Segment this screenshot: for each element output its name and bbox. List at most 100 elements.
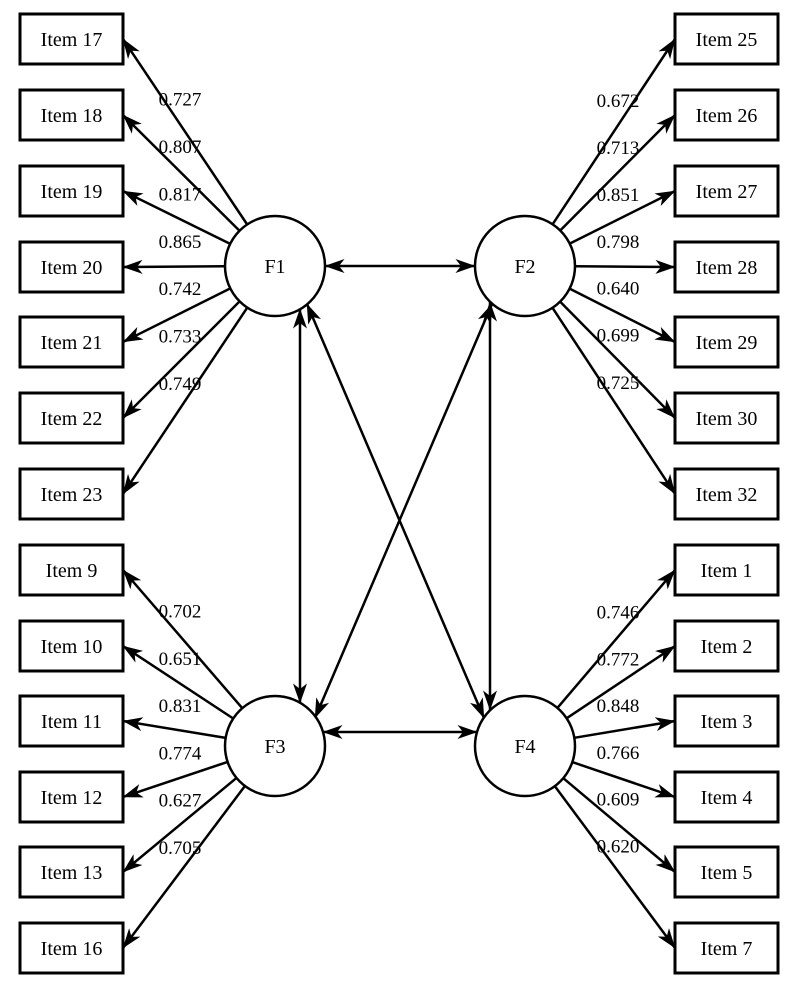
label-item-22: Item 22 bbox=[41, 408, 103, 430]
box-item-27 bbox=[673, 164, 780, 218]
box-item-18 bbox=[18, 88, 125, 142]
loading-arrow-f1-item-21 bbox=[122, 287, 231, 344]
loading-arrow-f4-item-1 bbox=[556, 569, 676, 709]
loading-arrow-f3-item-13 bbox=[122, 776, 238, 873]
loading-value-item-5: 0.609 bbox=[597, 790, 640, 811]
box-item-4 bbox=[673, 770, 780, 824]
box-item-3 bbox=[673, 694, 780, 748]
loading-value-item-32: 0.725 bbox=[597, 373, 640, 394]
loading-value-item-4: 0.766 bbox=[597, 743, 640, 764]
factor-label-f2: F2 bbox=[514, 256, 535, 278]
box-item-25 bbox=[673, 12, 780, 66]
label-item-25: Item 25 bbox=[696, 29, 758, 51]
loading-arrow-f3-item-9 bbox=[122, 569, 244, 710]
loading-arrow-f4-item-2 bbox=[565, 644, 676, 720]
label-item-21: Item 21 bbox=[41, 332, 103, 354]
factor-node-f1 bbox=[223, 214, 327, 318]
correlation-arrow-f1-f4 bbox=[305, 303, 486, 719]
box-item-10 bbox=[18, 619, 125, 673]
loading-arrow-f2-item-28 bbox=[574, 259, 676, 274]
box-item-20 bbox=[18, 240, 125, 294]
loading-value-item-19: 0.817 bbox=[159, 185, 202, 206]
loading-value-item-3: 0.848 bbox=[597, 696, 640, 717]
factor-label-f4: F4 bbox=[514, 736, 535, 758]
label-item-11: Item 11 bbox=[41, 711, 102, 733]
box-item-16 bbox=[18, 921, 125, 975]
loading-value-item-10: 0.651 bbox=[159, 649, 202, 670]
loading-value-item-22: 0.733 bbox=[159, 327, 202, 348]
loading-value-item-27: 0.851 bbox=[597, 185, 640, 206]
label-item-4: Item 4 bbox=[701, 787, 753, 809]
box-item-28 bbox=[673, 240, 780, 294]
loading-arrow-f1-item-17 bbox=[121, 38, 249, 226]
box-item-11 bbox=[18, 694, 125, 748]
label-item-29: Item 29 bbox=[696, 332, 758, 354]
box-item-13 bbox=[18, 845, 125, 899]
box-item-32 bbox=[673, 467, 780, 521]
loading-value-item-25: 0.672 bbox=[597, 91, 640, 112]
loading-value-item-13: 0.627 bbox=[159, 790, 202, 811]
loading-arrow-f1-item-18 bbox=[122, 114, 241, 232]
path-arrows-layer bbox=[121, 38, 677, 949]
loading-value-item-20: 0.865 bbox=[159, 232, 202, 253]
label-item-16: Item 16 bbox=[41, 938, 103, 960]
loading-arrow-f2-item-32 bbox=[551, 307, 677, 495]
label-item-27: Item 27 bbox=[696, 181, 758, 203]
box-item-17 bbox=[18, 12, 125, 66]
box-item-12 bbox=[18, 770, 125, 824]
loading-value-item-30: 0.699 bbox=[597, 326, 640, 347]
label-item-13: Item 13 bbox=[41, 862, 103, 884]
loading-arrow-f4-item-3 bbox=[574, 717, 676, 740]
box-item-26 bbox=[673, 88, 780, 142]
label-item-30: Item 30 bbox=[696, 408, 758, 430]
label-item-23: Item 23 bbox=[41, 484, 103, 506]
loading-arrow-f3-item-16 bbox=[122, 785, 246, 949]
loading-value-item-11: 0.831 bbox=[159, 696, 202, 717]
loading-value-item-29: 0.640 bbox=[597, 279, 640, 300]
box-item-19 bbox=[18, 164, 125, 218]
loading-value-item-9: 0.702 bbox=[159, 602, 202, 623]
label-item-9: Item 9 bbox=[46, 560, 98, 582]
loading-arrow-f2-item-26 bbox=[559, 114, 676, 232]
box-item-1 bbox=[673, 543, 780, 597]
label-item-2: Item 2 bbox=[701, 636, 753, 658]
label-item-7: Item 7 bbox=[701, 938, 753, 960]
box-item-23 bbox=[18, 467, 125, 521]
label-item-28: Item 28 bbox=[696, 257, 758, 279]
loading-arrow-f2-item-27 bbox=[569, 189, 676, 245]
label-item-32: Item 32 bbox=[696, 484, 758, 506]
label-item-3: Item 3 bbox=[701, 711, 753, 733]
box-item-21 bbox=[18, 315, 125, 369]
loading-arrow-f2-item-29 bbox=[569, 287, 676, 344]
label-item-19: Item 19 bbox=[41, 181, 103, 203]
box-item-29 bbox=[673, 315, 780, 369]
label-item-18: Item 18 bbox=[41, 105, 103, 127]
loading-value-item-16: 0.705 bbox=[159, 838, 202, 859]
loading-arrow-f1-item-20 bbox=[122, 259, 226, 274]
label-item-10: Item 10 bbox=[41, 636, 103, 658]
box-item-7 bbox=[673, 921, 780, 975]
label-item-26: Item 26 bbox=[696, 105, 758, 127]
loading-value-item-21: 0.742 bbox=[159, 279, 202, 300]
factor-node-f2 bbox=[473, 214, 577, 318]
loading-arrow-f1-item-22 bbox=[122, 300, 241, 419]
loading-arrow-f2-item-30 bbox=[559, 300, 676, 419]
loading-arrow-f3-item-10 bbox=[122, 644, 234, 720]
loading-arrow-f1-item-23 bbox=[121, 306, 249, 495]
box-item-22 bbox=[18, 391, 125, 445]
loading-value-item-1: 0.746 bbox=[597, 602, 640, 623]
label-item-17: Item 17 bbox=[41, 29, 103, 51]
loading-arrow-f3-item-12 bbox=[122, 760, 228, 799]
factor-label-f3: F3 bbox=[264, 736, 285, 758]
box-item-5 bbox=[673, 845, 780, 899]
loading-arrow-f4-item-7 bbox=[553, 785, 677, 949]
loading-value-item-7: 0.620 bbox=[597, 837, 640, 858]
nodes-layer bbox=[18, 12, 780, 975]
loading-value-item-23: 0.749 bbox=[159, 374, 202, 395]
loading-arrow-f2-item-25 bbox=[551, 38, 677, 225]
loading-value-item-2: 0.772 bbox=[597, 650, 640, 671]
loading-value-item-12: 0.774 bbox=[159, 743, 202, 764]
factor-label-f1: F1 bbox=[264, 256, 285, 278]
loading-value-item-18: 0.807 bbox=[159, 137, 202, 158]
